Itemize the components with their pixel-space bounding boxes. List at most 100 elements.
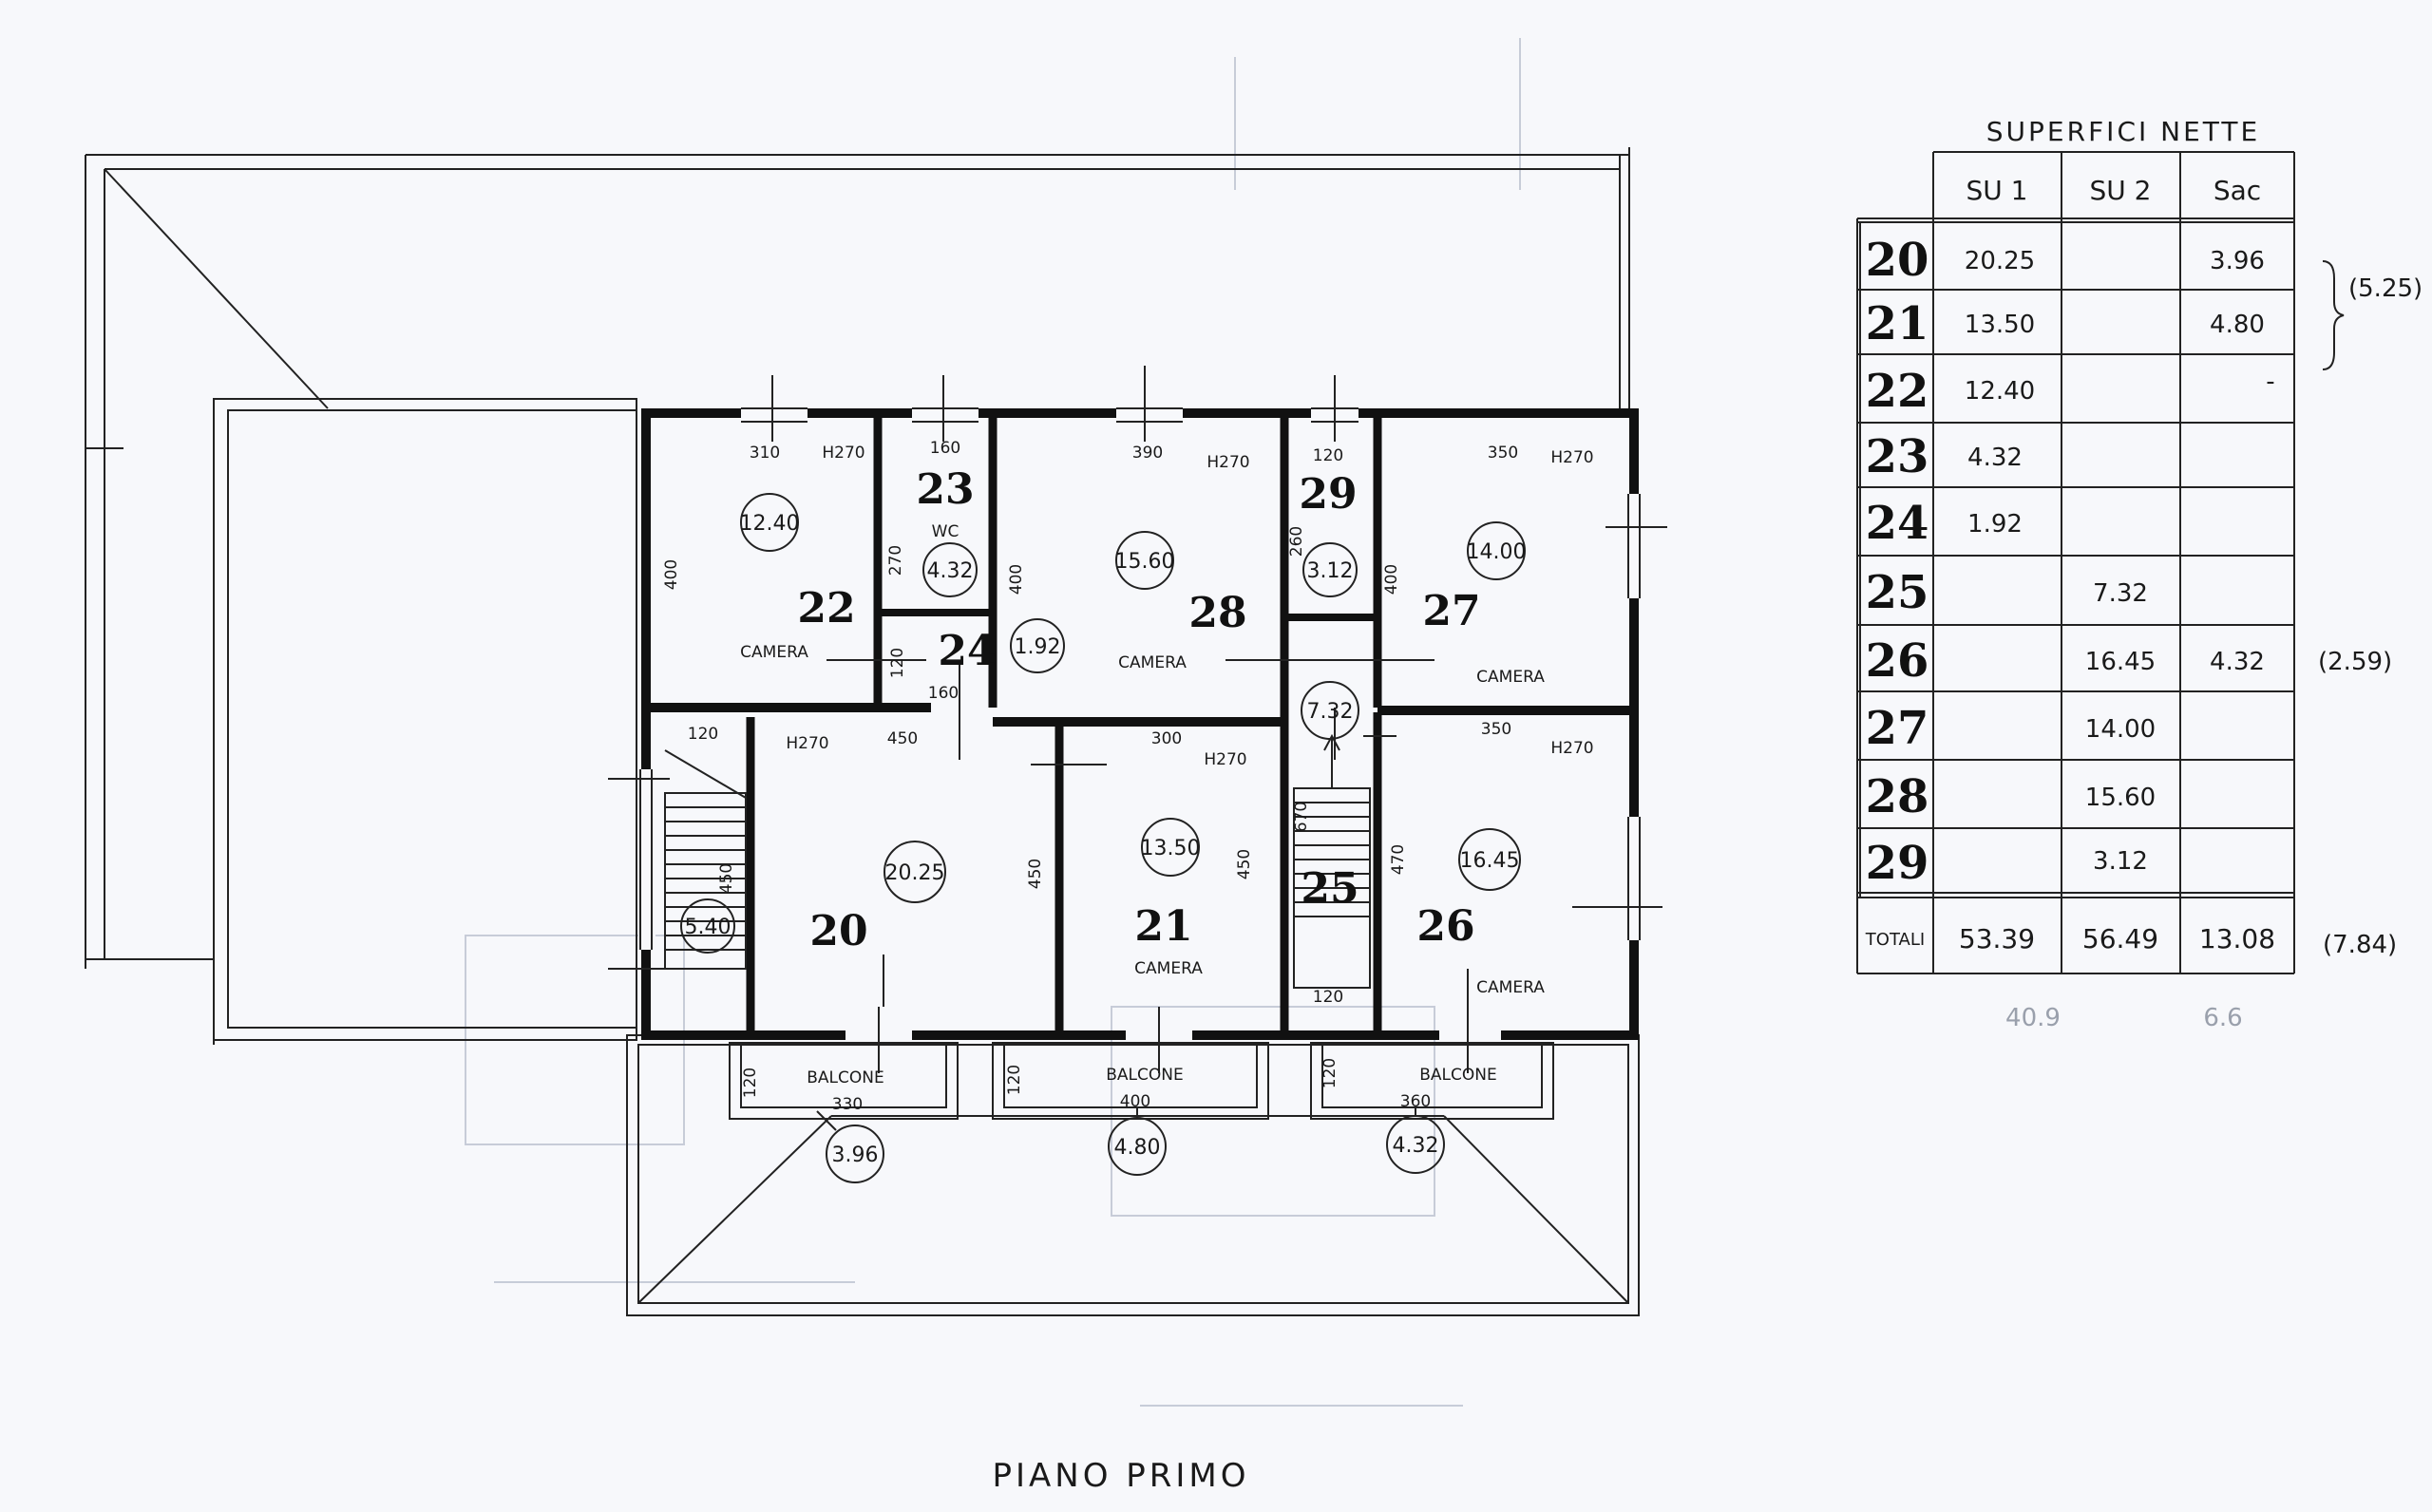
dim-24-w: 160 — [928, 684, 959, 703]
cell-su1: 12.40 — [1965, 377, 2035, 406]
room-num-24: 24 — [938, 627, 996, 675]
balcony-1-width: 330 — [832, 1095, 863, 1114]
cell-sac: - — [2266, 368, 2274, 396]
area-balcony-2: 4.80 — [1114, 1136, 1161, 1160]
total-su1: 53.39 — [1959, 923, 2035, 954]
cell-sac: 4.32 — [2210, 648, 2265, 676]
room-num-21: 21 — [1134, 902, 1192, 951]
under-note-su1: 40.9 — [2005, 1004, 2061, 1032]
total-sac: 13.08 — [2199, 923, 2275, 954]
balcony-1-label: BALCONE — [807, 1068, 884, 1087]
dim-stair-h: 450 — [717, 863, 736, 894]
stair-center — [1293, 733, 1371, 989]
area-27: 14.00 — [1467, 540, 1527, 564]
cell-sac: 4.80 — [2210, 311, 2265, 339]
total-label: TOTALI — [1865, 930, 1925, 950]
room-name-26: CAMERA — [1476, 978, 1545, 997]
area-labels: 12.40 4.32 1.92 15.60 3.12 14.00 7.32 20… — [685, 512, 1527, 1167]
cell-su2: 16.45 — [2085, 648, 2156, 676]
dim-22-h: 400 — [662, 559, 681, 590]
dim-21-height: H270 — [1204, 750, 1246, 769]
row-num: 28 — [1866, 770, 1929, 823]
area-stair: 5.40 — [685, 916, 732, 939]
area-26: 16.45 — [1460, 849, 1520, 873]
dim-25-h: 670 — [1292, 802, 1311, 832]
balcony-2-depth: 120 — [1005, 1065, 1024, 1095]
dim-29-h: 260 — [1287, 526, 1306, 557]
drawing-title: PIANO PRIMO — [992, 1457, 1249, 1495]
row-num: 22 — [1866, 365, 1929, 418]
dim-25-w: 120 — [1313, 988, 1343, 1007]
col-sac: Sac — [2214, 175, 2261, 206]
balcony-2-width: 400 — [1120, 1092, 1150, 1111]
cell-su2: 3.12 — [2093, 847, 2148, 876]
room-num-20: 20 — [809, 907, 867, 955]
dim-21-h: 450 — [1235, 849, 1254, 879]
dim-28-h: 400 — [1007, 564, 1026, 595]
room-num-28: 28 — [1188, 589, 1246, 637]
area-28: 15.60 — [1115, 550, 1175, 574]
dim-27-h: 400 — [1382, 564, 1401, 595]
col-su1: SU 1 — [1966, 175, 2028, 206]
cell-su1: 20.25 — [1965, 247, 2035, 275]
balcony-1-depth: 120 — [741, 1068, 760, 1098]
area-20: 20.25 — [885, 861, 945, 885]
area-balcony-1: 3.96 — [832, 1143, 879, 1167]
room-name-28: CAMERA — [1118, 653, 1187, 672]
cell-su2: 15.60 — [2085, 784, 2156, 812]
area-25: 7.32 — [1307, 700, 1354, 724]
room-num-26: 26 — [1416, 902, 1474, 951]
walls — [608, 366, 1667, 1073]
room-num-25: 25 — [1301, 864, 1358, 913]
under-note-sac: 6.6 — [2203, 1004, 2242, 1032]
stair-left — [664, 749, 747, 970]
area-22: 12.40 — [740, 512, 800, 536]
total-su2: 56.49 — [2082, 923, 2158, 954]
room-name-27: CAMERA — [1476, 668, 1545, 687]
dim-20-height: H270 — [786, 734, 828, 753]
cell-su2: 14.00 — [2085, 715, 2156, 744]
dim-23-h: 270 — [886, 545, 905, 576]
dim-28-w: 390 — [1132, 444, 1163, 463]
dimensions: 310 H270 400 160 270 160 120 390 H270 40… — [662, 439, 1594, 1114]
room-name-23: WC — [932, 522, 960, 541]
dim-24-h: 120 — [888, 648, 907, 678]
room-num-23: 23 — [916, 465, 974, 514]
dim-26-height: H270 — [1550, 739, 1593, 758]
note-bracket-20-21: (5.25) — [2348, 274, 2422, 303]
room-name-21: CAMERA — [1134, 959, 1203, 978]
cell-sac: 3.96 — [2210, 247, 2265, 275]
note-totals: (7.84) — [2323, 931, 2397, 959]
cell-su2: 7.32 — [2093, 579, 2148, 608]
row-num: 23 — [1866, 430, 1929, 483]
area-23: 4.32 — [927, 559, 974, 583]
area-21: 13.50 — [1141, 837, 1201, 860]
dim-27-height: H270 — [1550, 448, 1593, 467]
row-num: 21 — [1866, 297, 1929, 350]
room-num-27: 27 — [1422, 587, 1480, 635]
background-bleed — [465, 38, 1521, 1407]
area-24: 1.92 — [1015, 635, 1061, 659]
balcony-3-width: 360 — [1400, 1092, 1431, 1111]
room-name-22: CAMERA — [740, 643, 808, 662]
area-29: 3.12 — [1307, 559, 1354, 583]
cell-su1: 4.32 — [1967, 444, 2023, 472]
row-num: 20 — [1866, 234, 1929, 287]
dim-26-h: 470 — [1389, 844, 1408, 875]
note-row-26: (2.59) — [2318, 648, 2392, 676]
table-title: SUPERFICI NETTE — [1986, 116, 2260, 147]
balcony-3-depth: 120 — [1320, 1058, 1340, 1088]
room-numbers: 22 23 24 28 29 27 20 21 25 26 — [797, 465, 1480, 955]
dim-21-w: 300 — [1151, 729, 1182, 748]
dim-28-height: H270 — [1206, 453, 1249, 472]
room-num-29: 29 — [1299, 470, 1357, 519]
row-num: 29 — [1866, 837, 1929, 890]
area-table: SUPERFICI NETTE SU 1 SU 2 Sac 20 21 2 — [1856, 116, 2422, 1032]
dim-23-w: 160 — [930, 439, 960, 458]
dim-20-h: 450 — [1026, 859, 1045, 889]
dim-26-w: 350 — [1481, 720, 1511, 739]
dim-stair-w: 120 — [688, 725, 718, 744]
roof-outline — [85, 147, 1640, 1316]
dim-27-w: 350 — [1488, 444, 1518, 463]
